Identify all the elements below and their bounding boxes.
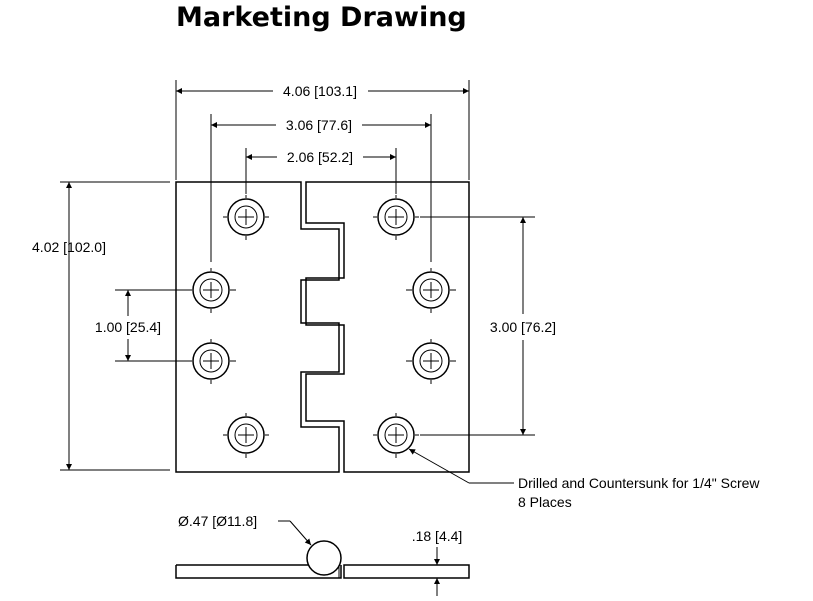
screw-hole (406, 339, 456, 384)
screw-hole (188, 268, 236, 313)
hinge-plan-view (175, 181, 470, 473)
screw-note-line1: Drilled and Countersunk for 1/4" Screw (518, 475, 760, 491)
dim-overall-width: 4.06 [103.1] (176, 83, 469, 99)
dim-overall-width-label: 4.06 [103.1] (283, 83, 357, 99)
side-right-leaf (343, 564, 470, 579)
dim-hole-pitch-label: 1.00 [25.4] (95, 319, 161, 335)
screw-note-leader: Drilled and Countersunk for 1/4" Screw 8… (408, 448, 760, 510)
hinge-side-view (175, 540, 470, 579)
screw-hole (223, 195, 269, 240)
screw-holes (188, 195, 456, 458)
drawing-title: Marketing Drawing (176, 2, 467, 33)
right-leaf-outline (305, 181, 470, 473)
side-left-leaf (175, 564, 342, 579)
screw-hole (373, 413, 419, 458)
dim-leaf-thickness: .18 [4.4] (412, 528, 469, 596)
dim-inner-hole-spacing: 2.06 [52.2] (246, 149, 396, 165)
dim-overall-height-label: 4.02 [102.0] (32, 239, 106, 255)
screw-note-line2: 8 Places (518, 494, 572, 510)
screw-hole (223, 413, 269, 458)
dim-outer-hole-vertical-label: 3.00 [76.2] (490, 319, 556, 335)
dim-outer-hole-spacing: 3.06 [77.6] (211, 117, 431, 133)
left-leaf-outline (175, 181, 340, 473)
knuckle-circle (306, 540, 342, 576)
dim-inner-hole-spacing-label: 2.06 [52.2] (287, 149, 353, 165)
extension-lines (60, 80, 535, 471)
dim-hole-pitch: 1.00 [25.4] (95, 290, 161, 361)
dim-leaf-thickness-label: .18 [4.4] (412, 528, 463, 544)
dim-overall-height: 4.02 [102.0] (32, 182, 106, 470)
screw-hole (373, 195, 419, 240)
screw-hole (406, 268, 456, 313)
dim-knuckle-diameter-label: Ø.47 [Ø11.8] (178, 513, 257, 529)
dim-knuckle-diameter: Ø.47 [Ø11.8] (178, 513, 312, 546)
dim-outer-hole-spacing-label: 3.06 [77.6] (286, 117, 352, 133)
screw-hole (188, 339, 236, 384)
dim-outer-hole-vertical: 3.00 [76.2] (490, 217, 556, 435)
